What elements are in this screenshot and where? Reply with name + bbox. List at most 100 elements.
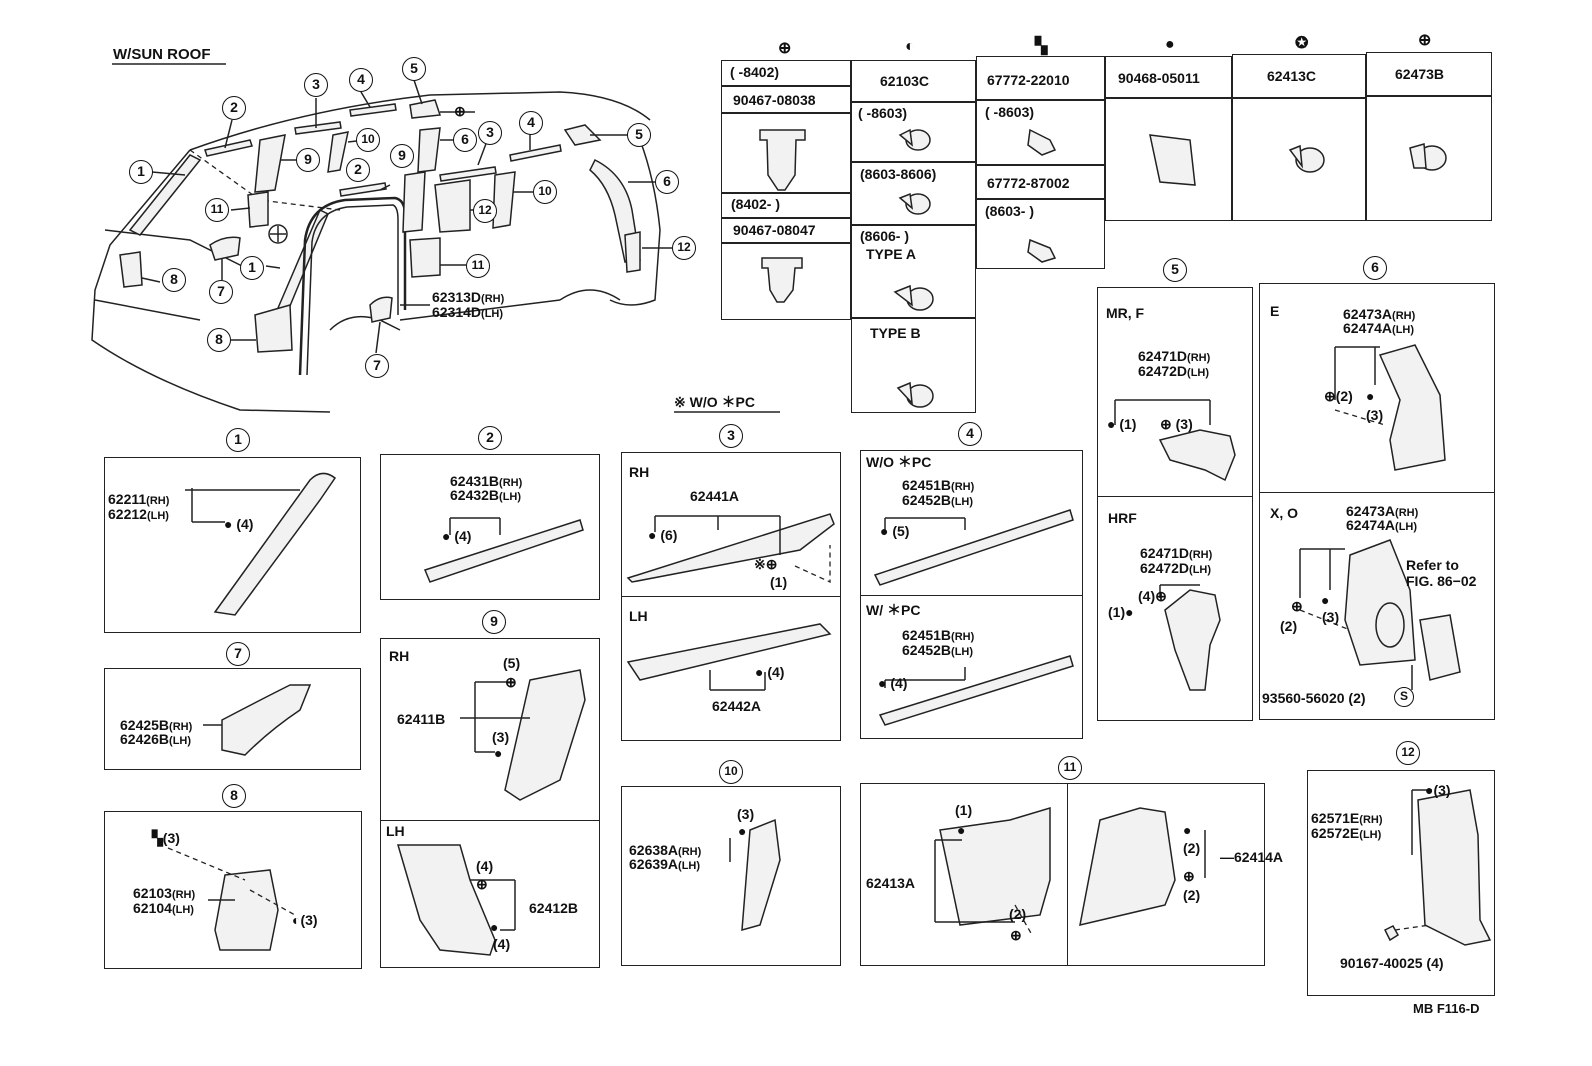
panel-5-drawing	[1114, 399, 1236, 691]
p3-qty-rh2-num: (1)	[770, 574, 788, 590]
vehicle-overview-drawing	[91, 79, 672, 413]
overview-callout-9b: 9	[390, 144, 414, 168]
col3-part-2: 67772-87002	[987, 175, 1070, 191]
overview-callout-10b: 10	[533, 180, 557, 204]
col3-part: 67772-22010	[987, 72, 1070, 88]
p9-rh-label: RH	[389, 648, 410, 664]
p5-part-lh-top: 62472D(LH)	[1138, 363, 1210, 379]
p4-qty-top: ● (5)	[880, 523, 910, 539]
panel-6-number: 6	[1363, 256, 1387, 280]
col1-part-1: 90467-08038	[733, 92, 816, 108]
p9-lh-label: LH	[386, 823, 405, 839]
p6-q3-bot: (3)	[1322, 609, 1340, 625]
col6-part: 62473B	[1395, 66, 1445, 82]
p4-part-lh-bot: 62452B(LH)	[902, 642, 974, 658]
col1-part-2: 90467-08047	[733, 222, 816, 238]
p6-q2-top: ⊕(2)	[1324, 388, 1353, 404]
p5-label-top: MR, F	[1106, 305, 1145, 321]
p7-part-lh: 62426B(LH)	[120, 731, 192, 747]
panel-1	[104, 457, 361, 633]
p5-part-rh-top: 62471D(RH)	[1138, 348, 1211, 364]
panel-2	[380, 454, 600, 600]
panel-6-drawing	[1299, 344, 1461, 690]
clip-symbol-1: ⊕	[778, 40, 792, 57]
p6-label-bot: X, O	[1270, 505, 1299, 521]
p7-part-rh: 62425B(RH)	[120, 717, 193, 733]
col2-part: 62103C	[880, 73, 930, 89]
panel-8-number: 8	[222, 784, 246, 808]
panel-2-drawing	[423, 517, 584, 583]
p6-dot-bot: ●	[1321, 592, 1330, 608]
p9-q5: (5)	[503, 655, 521, 671]
panel-5	[1097, 287, 1253, 721]
p3-lh-part: 62442A	[712, 698, 762, 714]
overview-callout-5: 5	[402, 57, 426, 81]
p4-top-label: W/O ＊PC	[866, 454, 932, 470]
col2-range-1: ( -8603)	[858, 105, 908, 121]
overview-callout-7b: 7	[365, 354, 389, 378]
overview-callout-11b: 11	[466, 254, 490, 278]
panel-9-number: 9	[482, 610, 506, 634]
panel-11-drawing	[934, 806, 1206, 936]
overview-callout-6b: 6	[655, 170, 679, 194]
overview-callout-7: 7	[209, 280, 233, 304]
p8-part-rh: 62103(RH)	[133, 885, 196, 901]
overview-callout-2: 2	[222, 96, 246, 120]
panel-12-drawing	[1383, 789, 1492, 946]
p6-refer-2: FIG. 86−02	[1406, 573, 1477, 589]
col3-range-1: ( -8603)	[985, 104, 1035, 120]
p6-s-mark: S	[1394, 687, 1414, 707]
p3-rh-label: RH	[629, 464, 650, 480]
col2-type-b: TYPE B	[870, 325, 921, 341]
p3-qty-rh2: ※⊕	[754, 556, 778, 572]
overview-callout-1: 1	[129, 160, 153, 184]
p9-q4b: (4)	[493, 936, 511, 952]
p4-part-lh-top: 62452B(LH)	[902, 492, 974, 508]
panel-5-divider	[1097, 496, 1253, 497]
panel-8-drawing	[167, 847, 296, 951]
p6-part-rh-bot: 62473A(RH)	[1346, 503, 1419, 519]
col2-range-3: (8606- )	[860, 228, 910, 244]
overview-callout-10: 10	[356, 128, 380, 152]
panel-11	[860, 783, 1265, 966]
panel-4	[860, 450, 1083, 739]
page-title: W/SUN ROOF	[113, 46, 211, 63]
p9-q3: (3)	[492, 729, 510, 745]
panel-11-number: 11	[1058, 756, 1082, 780]
p6-part-lh-bot: 62474A(LH)	[1346, 517, 1418, 533]
p6-part-rh-top: 62473A(RH)	[1343, 306, 1416, 322]
panel-10	[621, 786, 841, 966]
overview-callout-4: 4	[349, 68, 373, 92]
p11-left-part: 62413A	[866, 875, 916, 891]
p4-bot-label: W/ ＊PC	[866, 602, 921, 618]
p3-lh-label: LH	[629, 608, 648, 624]
p11-dot: ●	[957, 822, 966, 838]
p9-plus-lh: ⊕	[476, 876, 488, 892]
p6-screw: 93560-56020 (2)	[1262, 690, 1366, 706]
p6-q2-bot: (2)	[1280, 618, 1298, 634]
panel-4-divider	[860, 595, 1083, 596]
p9-lh-part: 62412B	[529, 900, 579, 916]
col4-part: 90468-05011	[1118, 70, 1200, 86]
p12-part-rh: 62571E(RH)	[1311, 810, 1383, 826]
p5-q3: ⊕ (3)	[1160, 416, 1193, 432]
col5-part: 62413C	[1267, 68, 1317, 84]
p10-part-rh: 62638A(RH)	[629, 842, 702, 858]
p9-dot: ●	[494, 745, 503, 761]
fastener-table-drawings	[759, 128, 1447, 408]
overview-callout-2b: 2	[346, 158, 370, 182]
panel-5-number: 5	[1163, 258, 1187, 282]
clip-symbol-5: ✪	[1295, 35, 1309, 52]
col1-range-1: ( -8402)	[730, 64, 780, 80]
door-part-lh: 62314D(LH)	[432, 304, 504, 320]
p4-part-rh-bot: 62451B(RH)	[902, 627, 975, 643]
overview-callout-11: 11	[205, 198, 229, 222]
p10-part-lh: 62639A(LH)	[629, 856, 701, 872]
p6-dot-top: ●	[1366, 388, 1375, 404]
note-wo-pc: ※ W/O ＊PC	[674, 394, 755, 410]
clip-symbol-3: ▚	[1035, 38, 1048, 55]
p3-rh-part: 62441A	[690, 488, 740, 504]
overview-clip-symbol: ⊕	[454, 103, 466, 119]
col3-range-2: (8603- )	[985, 203, 1035, 219]
overview-callout-12: 12	[672, 236, 696, 260]
